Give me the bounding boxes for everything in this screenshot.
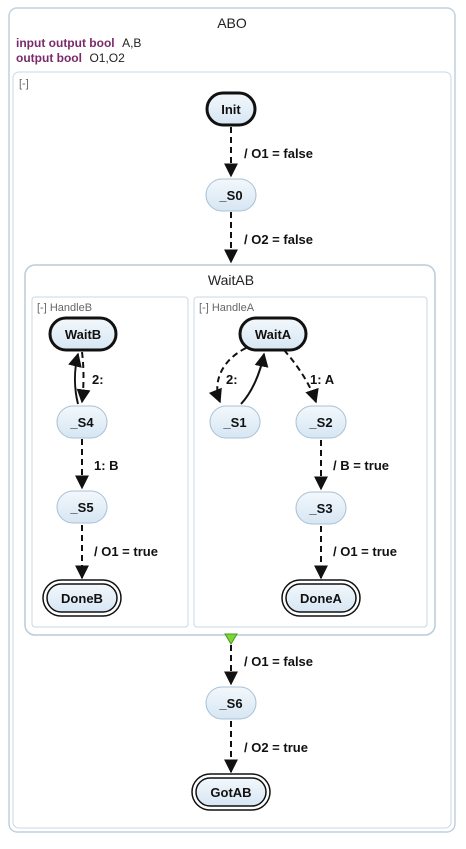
state-waitb[interactable]: WaitB <box>48 316 118 352</box>
state-s6[interactable]: _S6 <box>205 686 257 720</box>
decl-ids-2: O1,O2 <box>89 51 125 65</box>
label-init-s0: / O1 = false <box>244 146 313 161</box>
state-s3-label: _S3 <box>308 501 332 516</box>
state-donea[interactable]: DoneA <box>281 579 361 617</box>
decl-line-1: input output bool A,B <box>16 34 141 51</box>
state-s3[interactable]: _S3 <box>295 491 347 525</box>
state-s6-label: _S6 <box>218 696 242 711</box>
state-gotab[interactable]: GotAB <box>191 773 271 811</box>
decl-keyword-2: output bool <box>16 51 82 65</box>
state-donea-label: DoneA <box>300 591 343 606</box>
label-waitb-s4: 2: <box>92 372 104 387</box>
state-s2-label: _S2 <box>308 415 332 430</box>
state-gotab-label: GotAB <box>210 785 251 800</box>
root-title: ABO <box>217 15 247 31</box>
region-handlea-label[interactable]: [-] HandleA <box>199 302 255 314</box>
state-init[interactable]: Init <box>205 91 257 127</box>
transition-waita-s1 <box>208 347 247 404</box>
state-s5-label: _S5 <box>69 500 93 515</box>
state-doneb-label: DoneB <box>61 591 103 606</box>
state-s2[interactable]: _S2 <box>295 405 347 439</box>
region-handleb <box>31 296 189 628</box>
superstate-title: WaitAB <box>208 272 254 288</box>
state-s5[interactable]: _S5 <box>56 490 108 524</box>
label-s3-donea: / O1 = true <box>333 544 397 559</box>
decl-line-2: output bool O1,O2 <box>16 49 125 66</box>
state-init-label: Init <box>221 102 241 117</box>
state-s0[interactable]: _S0 <box>205 178 257 212</box>
transition-waitb-s4 <box>76 351 91 404</box>
label-s5-doneb: / O1 = true <box>94 544 158 559</box>
state-s4[interactable]: _S4 <box>56 405 108 439</box>
state-s0-label: _S0 <box>218 188 242 203</box>
completion-marker-icon <box>224 633 238 645</box>
label-waita-s2: 1: A <box>310 372 335 387</box>
state-s1[interactable]: _S1 <box>209 405 261 439</box>
region-handlea <box>193 296 428 628</box>
transition-waita-s2 <box>283 349 319 404</box>
state-waita-label: WaitA <box>255 327 292 342</box>
transition-s4-waitb <box>68 352 82 405</box>
transition-s1-waita <box>240 352 269 405</box>
state-waita[interactable]: WaitA <box>238 316 308 352</box>
region-handleb-label[interactable]: [-] HandleB <box>37 302 92 314</box>
decl-keyword-1: input output bool <box>16 36 115 50</box>
state-s1-label: _S1 <box>222 415 246 430</box>
decl-ids-1: A,B <box>122 36 141 50</box>
label-s4-s5: 1: B <box>94 458 119 473</box>
label-waitab-s6: / O1 = false <box>244 654 313 669</box>
label-s2-s3: / B = true <box>333 458 389 473</box>
state-doneb[interactable]: DoneB <box>42 579 122 617</box>
state-s4-label: _S4 <box>69 415 94 430</box>
state-waitb-label: WaitB <box>65 327 101 342</box>
label-s0-waitab: / O2 = false <box>244 232 313 247</box>
root-collapse-toggle[interactable]: [-] <box>19 78 29 90</box>
label-s6-gotab: / O2 = true <box>244 740 308 755</box>
label-waita-s1: 2: <box>226 372 238 387</box>
